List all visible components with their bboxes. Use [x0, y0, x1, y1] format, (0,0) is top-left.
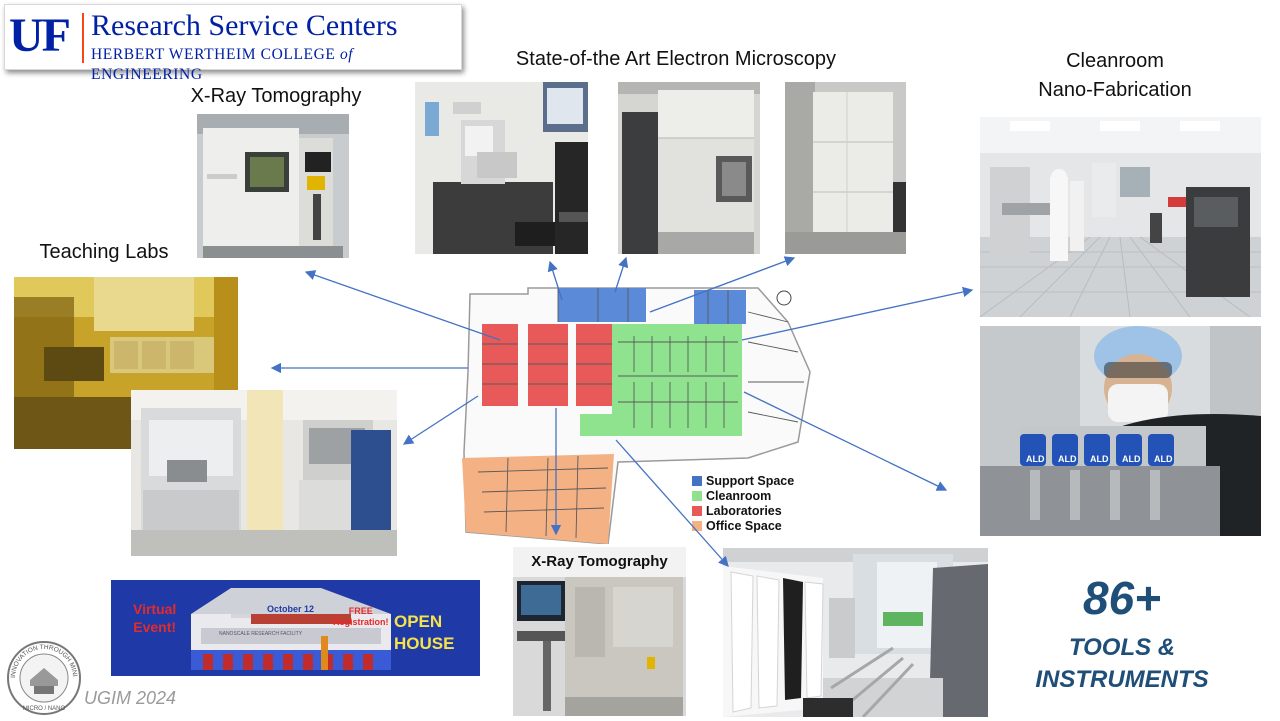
- legend-laboratories: Laboratories: [692, 504, 794, 519]
- xray-photo-caption: X-Ray Tomography: [531, 553, 668, 570]
- tools-label: TOOLS & INSTRUMENTS: [1035, 634, 1209, 693]
- xray-tomography-photo: X-Ray Tomography: [513, 547, 686, 716]
- label-teaching-labs: Teaching Labs: [39, 241, 169, 263]
- label-xray-tomography: X-Ray Tomography: [190, 85, 362, 107]
- ald-label-1: ALD: [1026, 454, 1045, 464]
- teaching-lab-photo-2: [131, 390, 397, 556]
- gowning-room-photo: [723, 548, 988, 717]
- ald-label-2: ALD: [1058, 454, 1077, 464]
- uf-logo-letters: UF: [9, 9, 71, 62]
- stem-enclosure-photo: [785, 82, 906, 254]
- label-nano-fabrication: Nano-Fabrication: [1038, 79, 1192, 101]
- legend-cleanroom: Cleanroom: [692, 489, 794, 504]
- sem-photo-1: [415, 82, 588, 254]
- legend-support-space: Support Space: [692, 474, 794, 489]
- ald-label-4: ALD: [1122, 454, 1141, 464]
- tem-photo: [618, 82, 760, 254]
- cleanroom-photo: [980, 117, 1261, 317]
- logo-title: Research Service Centers: [91, 9, 398, 42]
- floor-plan-legend: Support Space Cleanroom Laboratories Off…: [692, 474, 794, 534]
- ald-selfie-photo: ALD ALD ALD ALD ALD: [980, 326, 1261, 536]
- open-house-facility-sign: NANOSCALE RESEARCH FACILITY: [219, 631, 303, 637]
- tools-count: 86+: [1082, 572, 1162, 624]
- logo-divider: [82, 13, 84, 63]
- ugim-event-tag: UGIM 2024: [84, 688, 177, 708]
- logo-subtitle: HERBERT WERTHEIM COLLEGE of ENGINEERING: [91, 46, 354, 83]
- uf-rsc-logo: UF Research Service Centers HERBERT WERT…: [4, 4, 462, 83]
- xray-ct-photo: [197, 114, 349, 258]
- seal-bottom-text: MICRO / NANO: [23, 706, 66, 712]
- micro-nano-seal: INNOVATION THROUGH MINIATURIZATION MICRO…: [3, 635, 82, 716]
- ald-label-3: ALD: [1090, 454, 1109, 464]
- open-house-date: October 12: [267, 604, 315, 614]
- legend-office-space: Office Space: [692, 519, 794, 534]
- label-electron-microscopy: State-of-the Art Electron Microscopy: [515, 48, 837, 70]
- ald-label-5: ALD: [1154, 454, 1173, 464]
- label-cleanroom: Cleanroom: [1066, 50, 1164, 72]
